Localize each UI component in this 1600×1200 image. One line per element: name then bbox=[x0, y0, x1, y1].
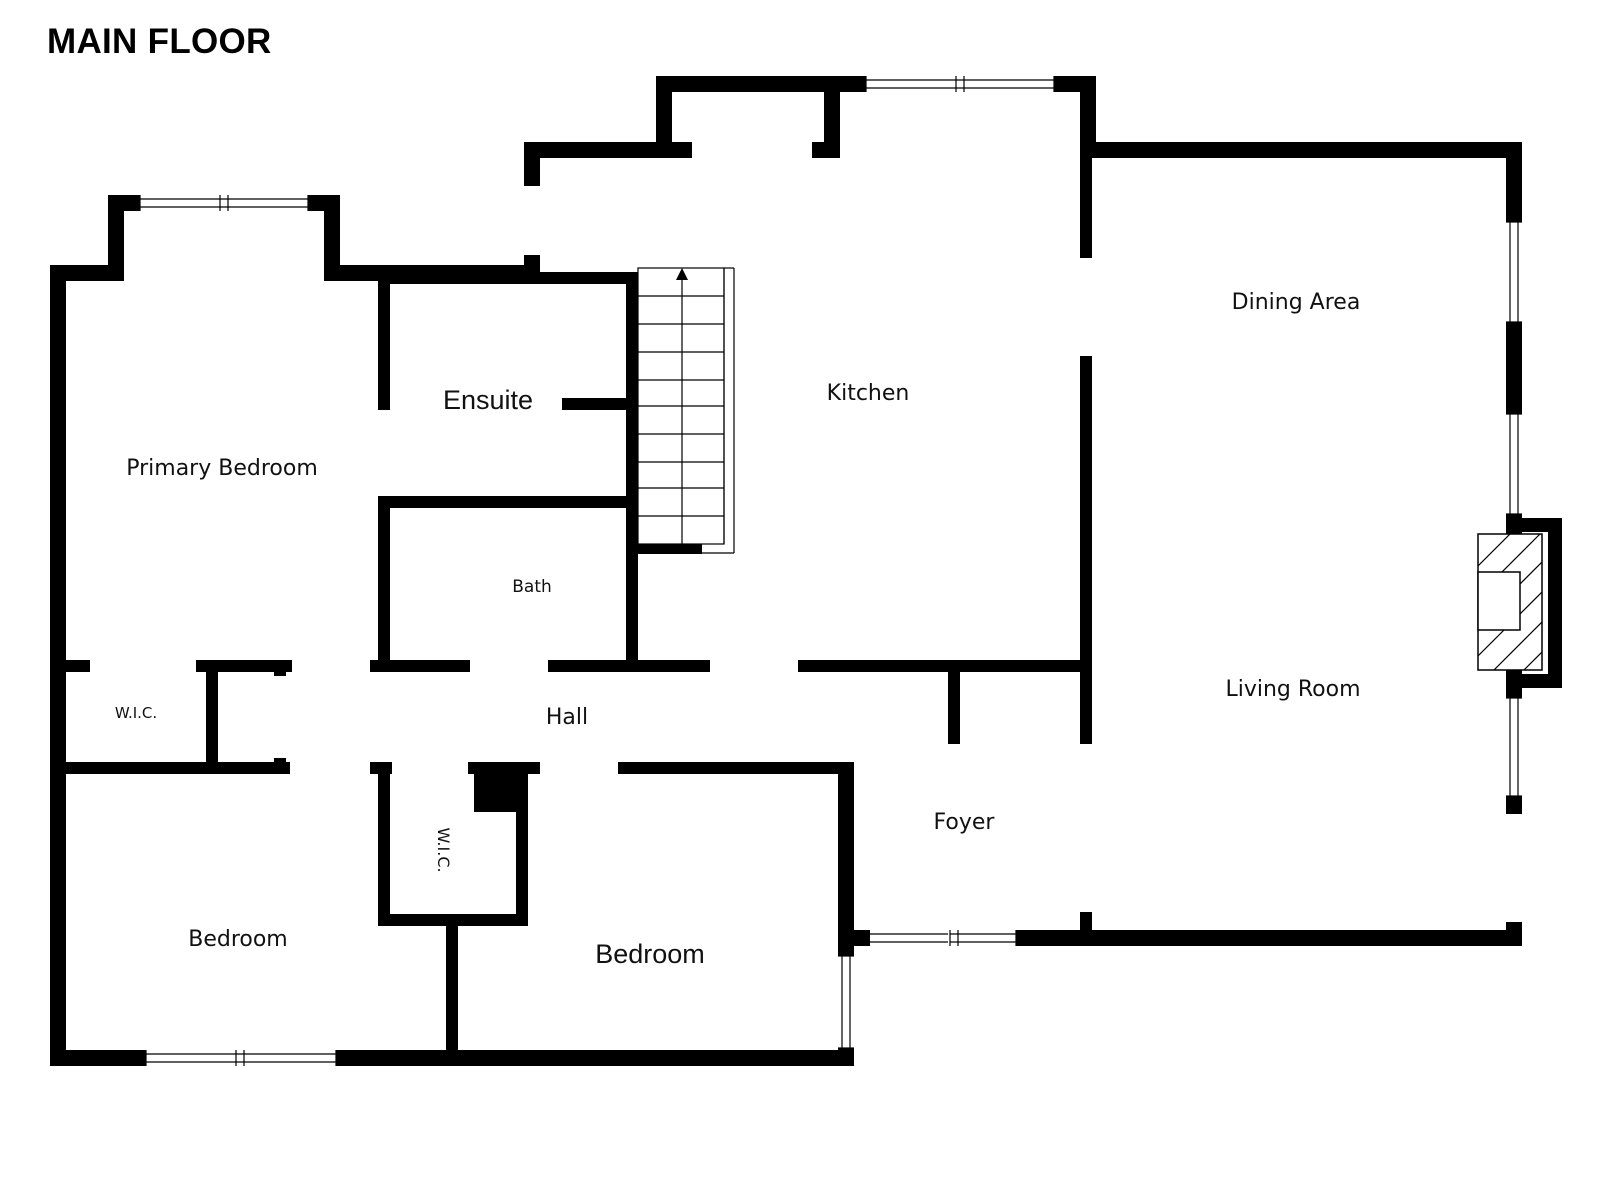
window-dining-2 bbox=[1506, 413, 1522, 515]
room-label-kitchen: Kitchen bbox=[827, 381, 910, 406]
window-bedroom-left bbox=[145, 1050, 337, 1066]
exterior-walls bbox=[50, 76, 1562, 1066]
stair-direction-arrow-icon bbox=[676, 268, 688, 280]
window-primary-bedroom bbox=[139, 195, 309, 211]
window-foyer bbox=[870, 930, 1017, 946]
room-label-bedroom-left: Bedroom bbox=[188, 927, 288, 952]
staircase bbox=[637, 267, 735, 554]
room-label-wic-primary: W.I.C. bbox=[115, 704, 157, 722]
room-label-living-room: Living Room bbox=[1225, 677, 1360, 702]
room-label-bedroom-center: Bedroom bbox=[595, 939, 705, 969]
room-label-dining-area: Dining Area bbox=[1232, 290, 1361, 315]
fireplace bbox=[1477, 533, 1543, 671]
interior-walls bbox=[50, 150, 1092, 1060]
window-kitchen bbox=[865, 76, 1055, 92]
room-labels: Primary Bedroom Ensuite Bath Kitchen Din… bbox=[115, 290, 1361, 969]
room-label-bath: Bath bbox=[512, 577, 552, 597]
room-label-wic-center: W.I.C. bbox=[434, 827, 453, 872]
window-dining-1 bbox=[1506, 221, 1522, 323]
room-label-foyer: Foyer bbox=[934, 810, 996, 835]
room-label-primary-bedroom: Primary Bedroom bbox=[126, 456, 318, 481]
room-label-hall: Hall bbox=[546, 705, 588, 730]
windows bbox=[139, 76, 1524, 1066]
window-living-room bbox=[1506, 697, 1522, 797]
floor-plan-title: MAIN FLOOR bbox=[47, 22, 272, 61]
window-bedroom-center bbox=[838, 955, 854, 1049]
opening-living-room bbox=[1504, 814, 1524, 922]
opening-kitchen-bump bbox=[690, 144, 814, 158]
room-label-ensuite: Ensuite bbox=[443, 385, 533, 415]
